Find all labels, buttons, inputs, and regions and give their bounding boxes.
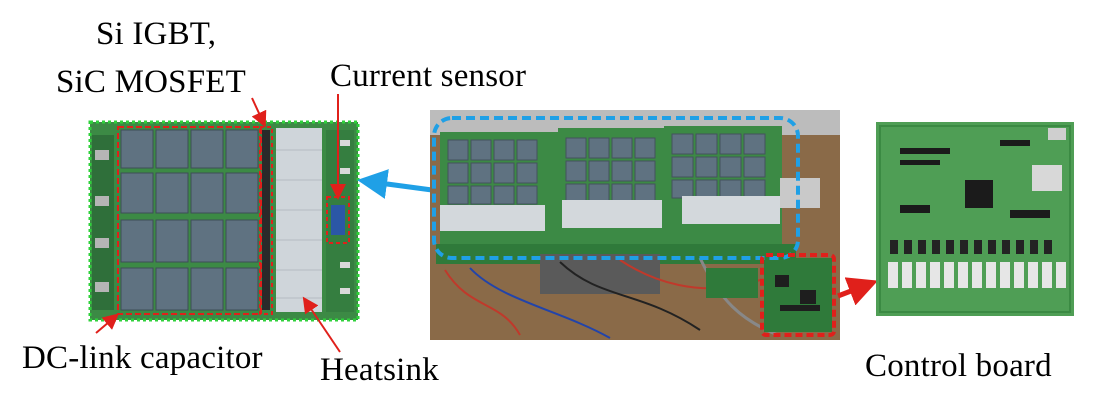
control-board-highlight: [760, 253, 836, 337]
left-capacitor-grid: [120, 129, 259, 311]
dc-link-leader-arrow: [95, 313, 120, 334]
left-module-photo: [88, 120, 360, 322]
left-current-sensor: [331, 205, 345, 235]
left-photo-green-border: [88, 120, 360, 322]
control-board-label: Control board: [865, 348, 1052, 384]
igbt-label-line1: Si IGBT,: [96, 16, 217, 52]
left-heatsink: [276, 128, 322, 312]
red-callout-arrow: [837, 277, 879, 306]
heatsink-label: Heatsink: [320, 352, 439, 388]
inverter-legs-highlight: [432, 116, 800, 260]
heatsink-leader-arrow: [302, 296, 341, 353]
igbt-label-line2: SiC MOSFET: [56, 64, 246, 100]
igbt-box: [259, 126, 273, 315]
dc-link-capacitor-label: DC-link capacitor: [22, 340, 263, 376]
blue-callout-arrow: [357, 169, 433, 199]
control-board-photo: [876, 122, 1074, 316]
current-sensor-label: Current sensor: [330, 58, 527, 94]
inverter-setup-photo: [430, 110, 840, 340]
igbt-leader-arrow: [251, 97, 267, 128]
